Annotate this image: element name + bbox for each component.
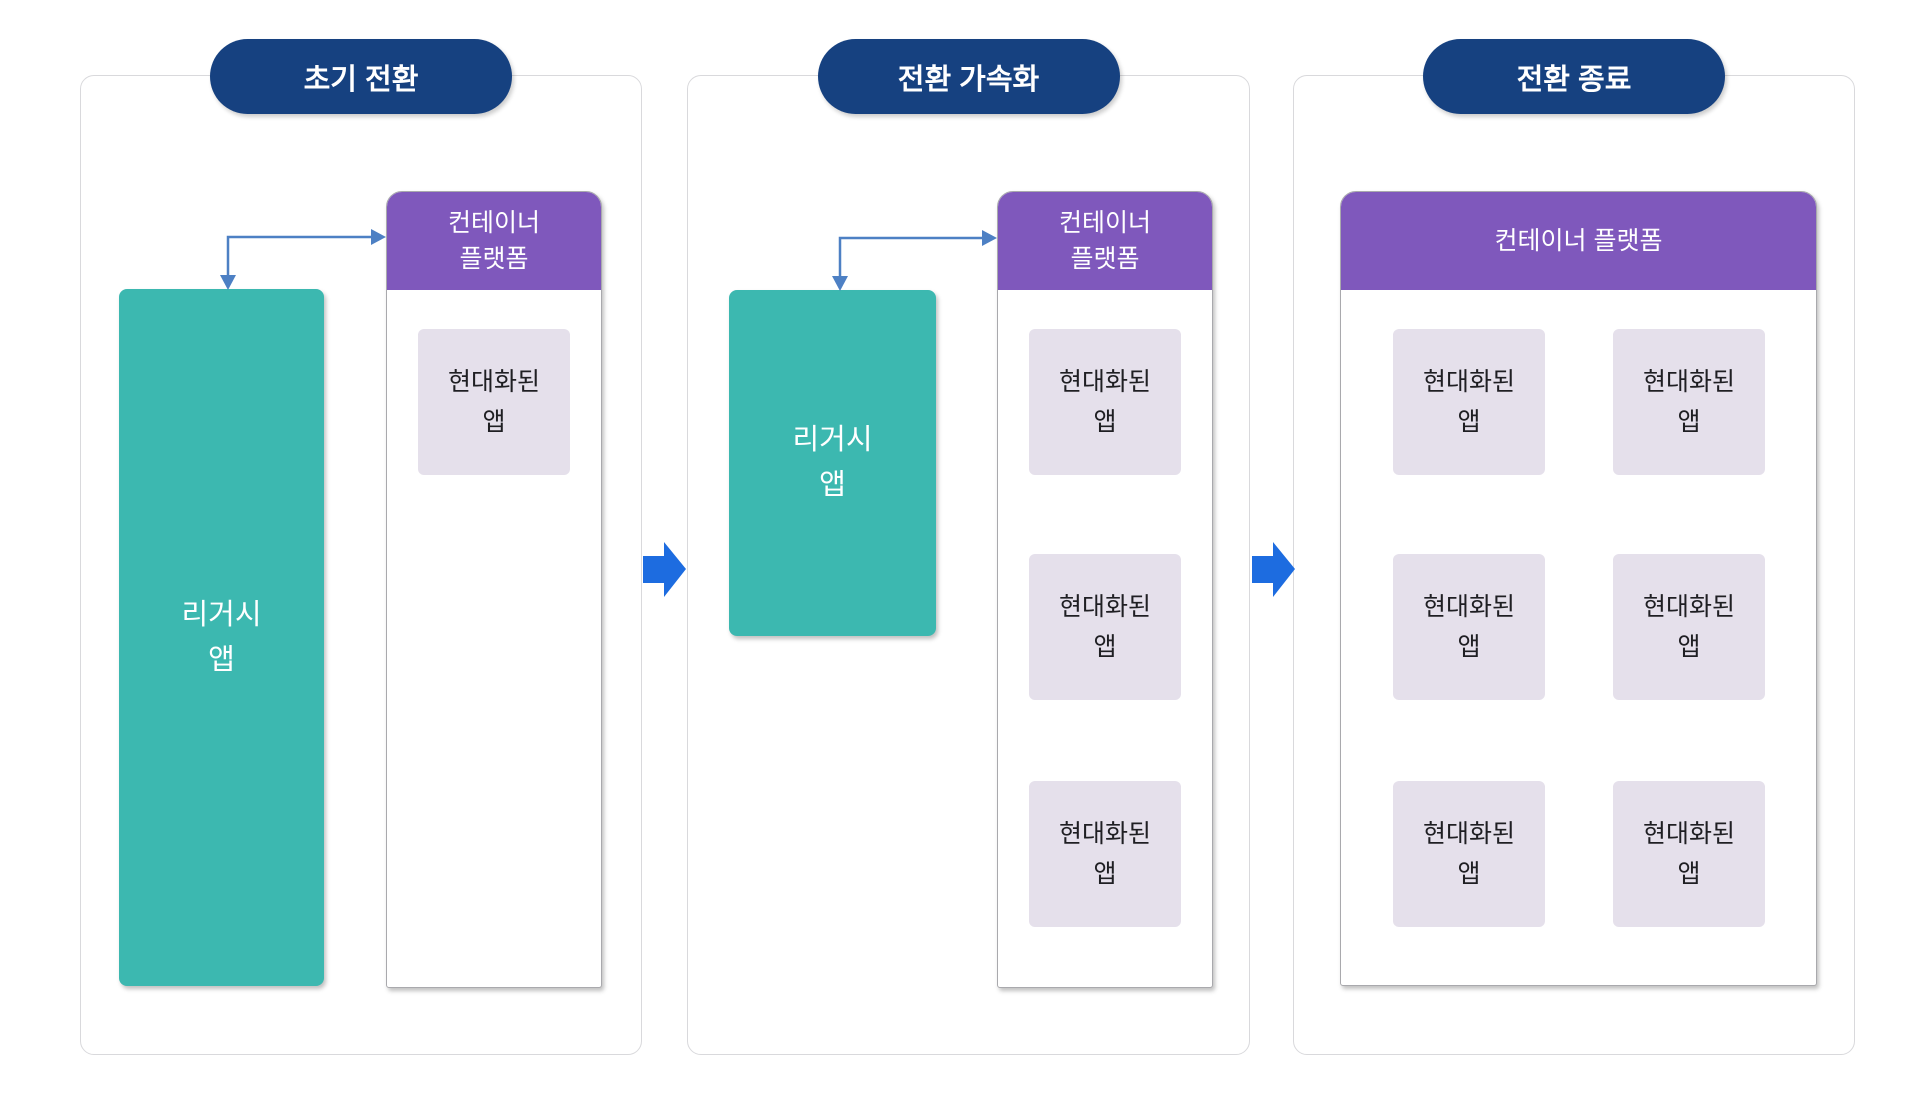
stage-title-badge: 초기 전환 xyxy=(210,39,512,114)
modernized-app-box: 현대화된 앱 xyxy=(1029,781,1181,927)
modernized-app-box: 현대화된 앱 xyxy=(1029,329,1181,475)
modernized-app-box: 현대화된 앱 xyxy=(1393,329,1545,475)
stage-panel-transition-acceleration: 전환 가속화 리거시 앱 컨테이너 플랫폼 현대화된 앱 현대화된 앱 현대화된… xyxy=(687,39,1250,1055)
stage-title: 전환 가속화 xyxy=(897,63,1040,96)
modernized-app-box: 현대화된 앱 xyxy=(418,329,570,475)
stage-panel-initial-transition: 초기 전환 리거시 앱 컨테이너 플랫폼 현대화된 앱 xyxy=(80,39,642,1055)
next-stage-arrow-icon xyxy=(643,542,686,597)
modernized-app-box: 현대화된 앱 xyxy=(1393,781,1545,927)
modernized-app-box: 현대화된 앱 xyxy=(1613,781,1765,927)
legacy-app-box: 리거시 앱 xyxy=(729,290,936,636)
stage-title: 전환 종료 xyxy=(1516,63,1632,96)
container-platform: 컨테이너 플랫폼 xyxy=(386,191,602,988)
stage-title: 초기 전환 xyxy=(303,63,419,96)
modernized-app-box: 현대화된 앱 xyxy=(1393,554,1545,700)
stage-title-badge: 전환 가속화 xyxy=(817,39,1120,114)
container-platform-header: 컨테이너 플랫폼 xyxy=(1341,192,1816,290)
modernized-app-box: 현대화된 앱 xyxy=(1613,554,1765,700)
stage-panel-transition-complete: 전환 종료 컨테이너 플랫폼 현대화된 앱 현대화된 앱 현대화된 앱 현대화된… xyxy=(1293,39,1855,1055)
container-platform-header: 컨테이너 플랫폼 xyxy=(387,192,601,290)
stage-title-badge: 전환 종료 xyxy=(1423,39,1725,114)
next-stage-arrow-icon xyxy=(1252,542,1295,597)
modernized-app-box: 현대화된 앱 xyxy=(1613,329,1765,475)
legacy-app-box: 리거시 앱 xyxy=(119,289,324,986)
container-platform-header: 컨테이너 플랫폼 xyxy=(998,192,1212,290)
modernized-app-box: 현대화된 앱 xyxy=(1029,554,1181,700)
